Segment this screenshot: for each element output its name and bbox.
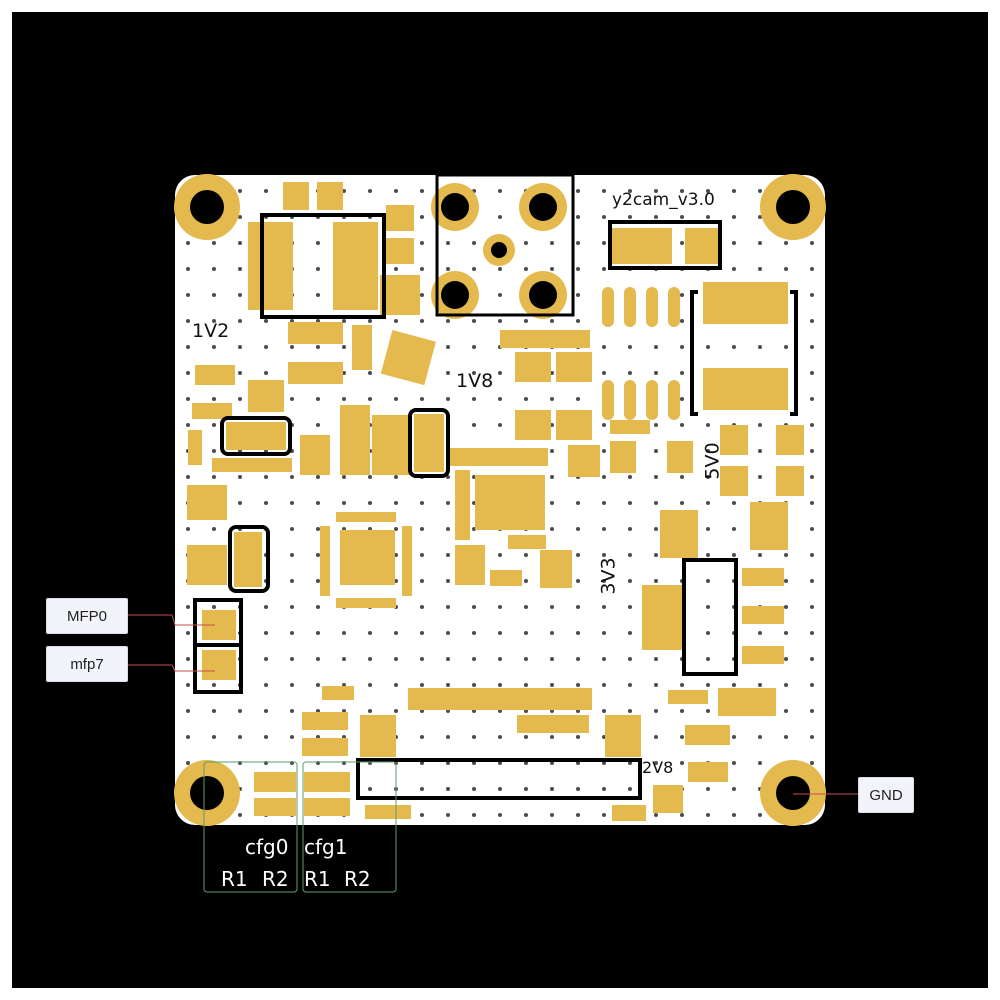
rail-label-2v8: 2V8	[642, 758, 674, 777]
cfg0-r1-label: R1	[221, 867, 248, 891]
cfg1-r1-label: R1	[304, 867, 331, 891]
qfn-ic	[320, 512, 412, 608]
connector-holes	[431, 173, 575, 319]
rail-label-5v0: 5V0	[701, 442, 724, 480]
callout-leaders	[126, 614, 858, 795]
cfg1-region	[302, 761, 397, 893]
cfg0-region	[203, 761, 298, 893]
callout-mfp7[interactable]: mfp7	[46, 646, 128, 682]
silkscreen	[193, 213, 798, 800]
rail-label-1v2: 1V2	[192, 320, 230, 342]
callout-mfp0[interactable]: MFP0	[46, 598, 128, 634]
cfg0-r2-label: R2	[262, 867, 289, 891]
rail-label-3v3: 3V3	[597, 557, 620, 595]
pads	[187, 182, 804, 821]
cfg0-title: cfg0	[245, 835, 289, 859]
board-name-label: y2cam_v3.0	[612, 190, 715, 210]
rail-label-1v8: 1V8	[456, 370, 494, 392]
cfg1-r2-label: R2	[344, 867, 371, 891]
cfg1-title: cfg1	[304, 835, 348, 859]
callout-gnd[interactable]: GND	[858, 777, 914, 813]
